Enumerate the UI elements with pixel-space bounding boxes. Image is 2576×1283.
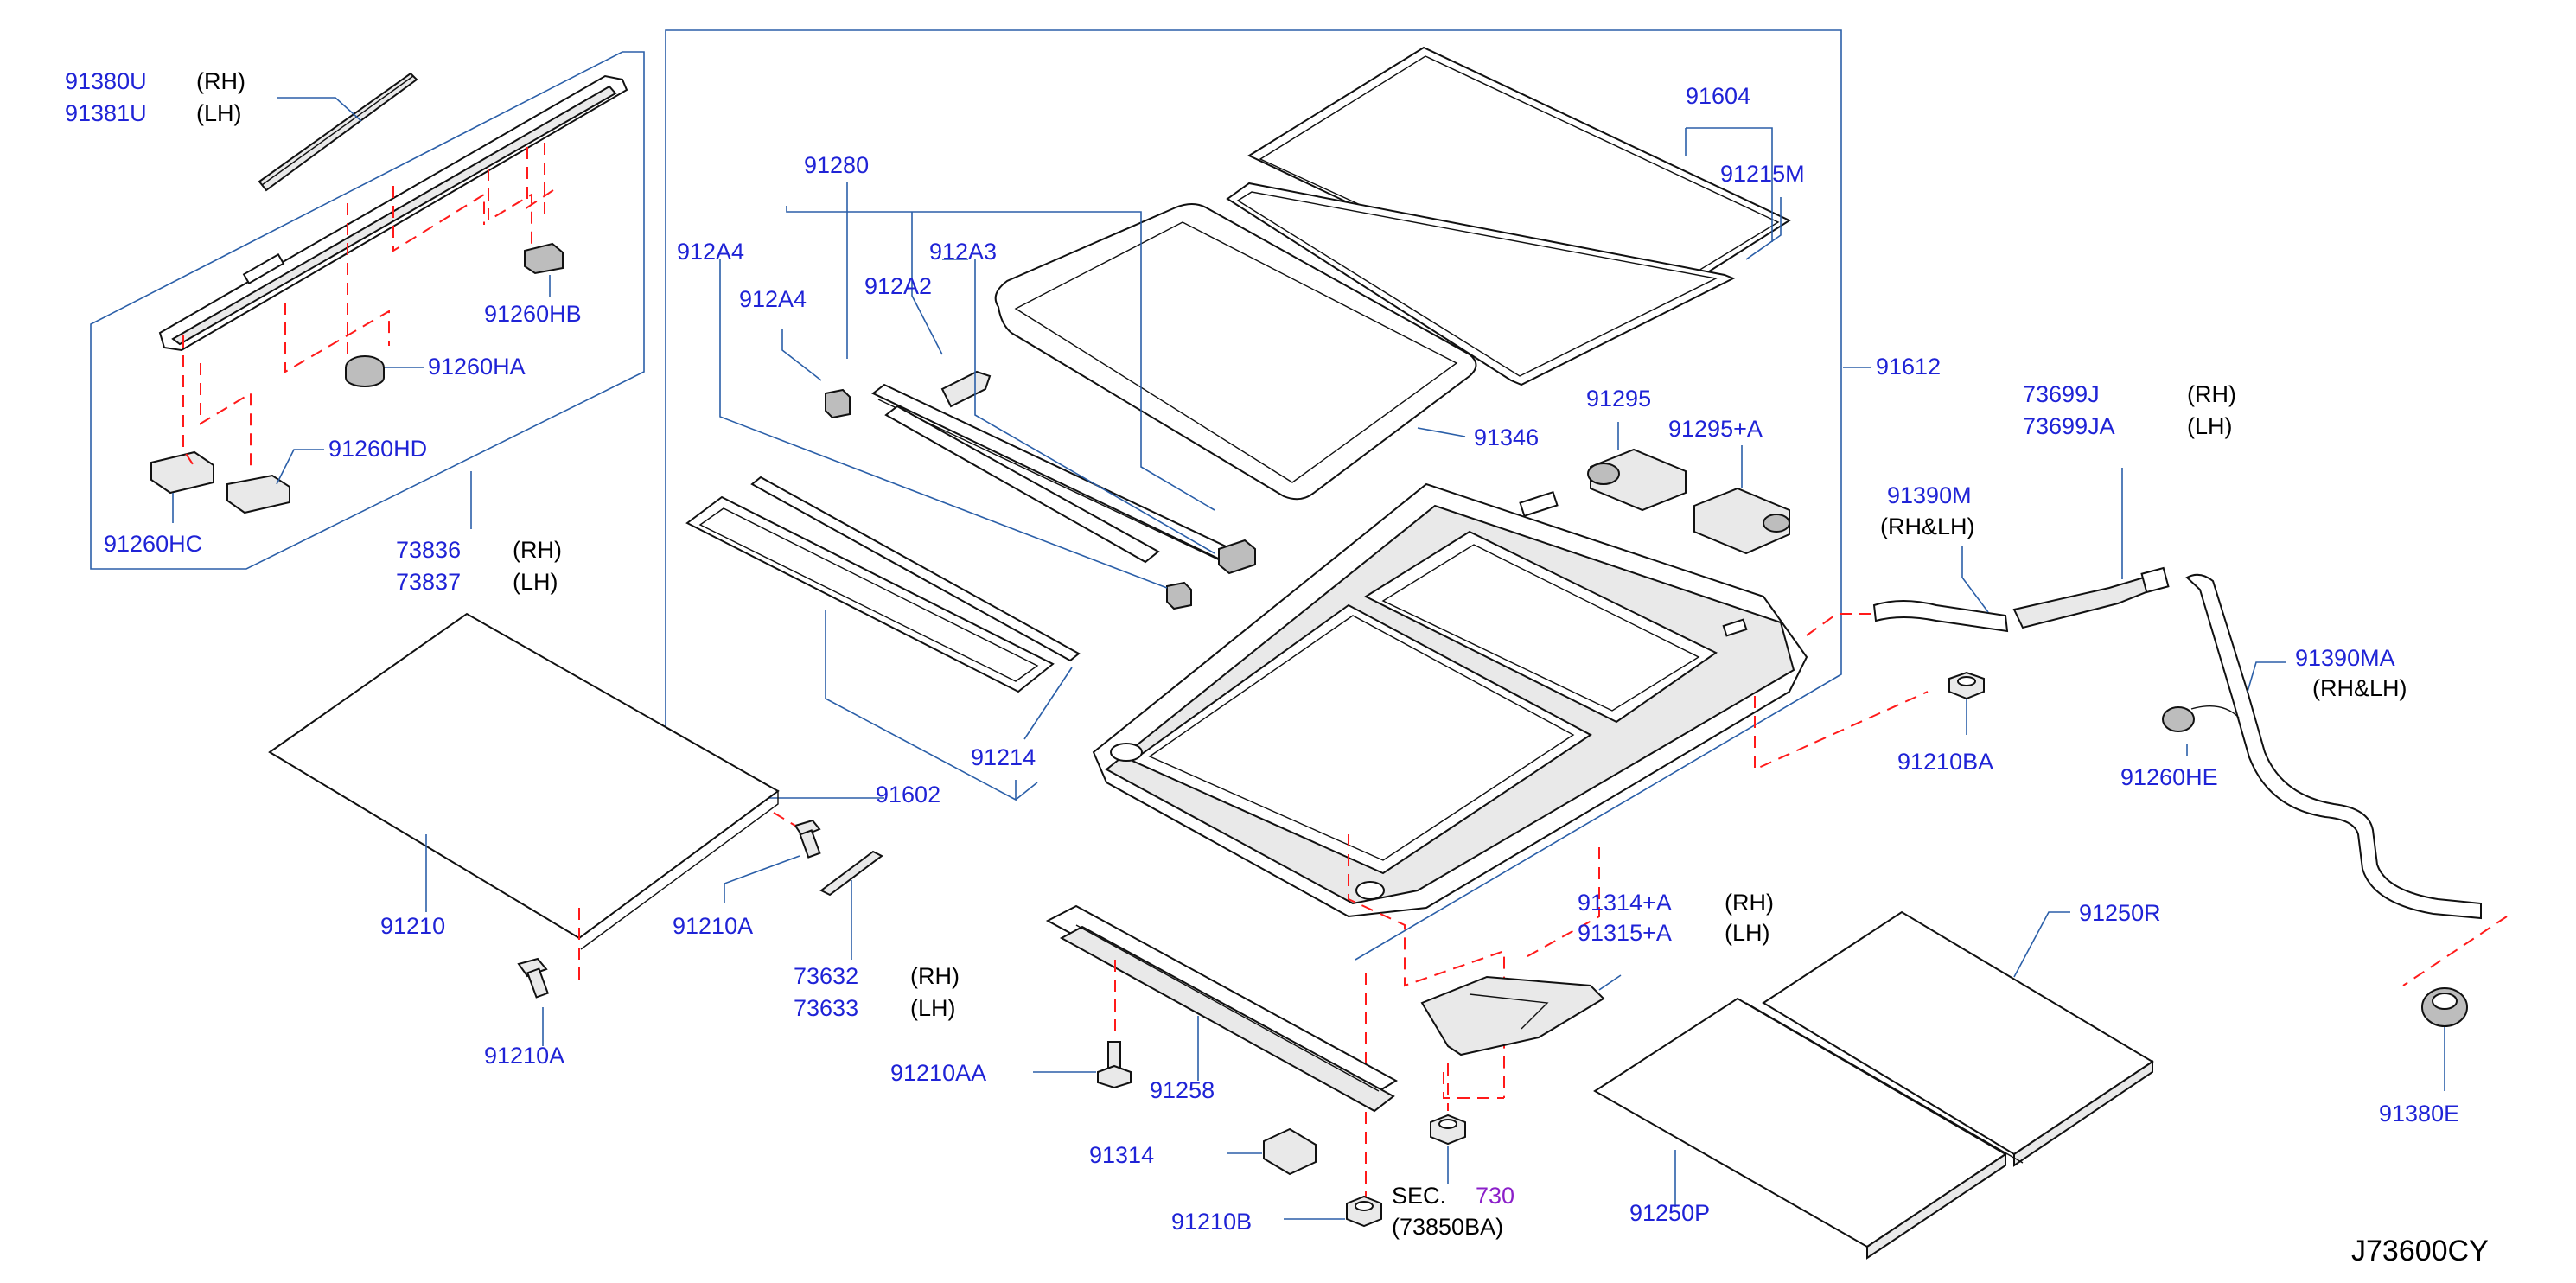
cross-member-91258[interactable] [1045, 904, 1399, 1098]
label-91260HA[interactable]: 91260HA [428, 354, 526, 380]
label-91346[interactable]: 91346 [1474, 424, 1539, 450]
label-91602[interactable]: 91602 [876, 782, 940, 807]
label-lh: (LH) [2187, 413, 2233, 439]
part-912A3[interactable] [1218, 539, 1256, 575]
label-91314[interactable]: 91314 [1089, 1142, 1154, 1168]
label-91210A-lower[interactable]: 91210A [484, 1043, 564, 1069]
label-91314A[interactable]: 91314+A [1578, 890, 1672, 916]
label-91210AA[interactable]: 91210AA [890, 1060, 986, 1086]
label-lh: (LH) [910, 995, 956, 1021]
part-912A4-b[interactable] [1166, 581, 1192, 610]
clip-91260HE[interactable] [2162, 706, 2195, 732]
label-lh: (LH) [196, 100, 242, 126]
label-91315A[interactable]: 91315+A [1578, 920, 1672, 946]
part-912A2[interactable] [940, 370, 992, 408]
label-rh: (RH) [513, 537, 562, 563]
label-sec: SEC. [1392, 1183, 1446, 1209]
label-91604[interactable]: 91604 [1686, 83, 1750, 109]
label-73836[interactable]: 73836 [396, 537, 461, 563]
label-lh: (LH) [513, 569, 558, 595]
bolt-91210A-lower[interactable] [517, 957, 549, 999]
sunroof-frame-unit [1092, 422, 1929, 1202]
label-lh: (LH) [1725, 920, 1770, 946]
label-rh-lh: (RH&LH) [2312, 675, 2407, 701]
label-91214[interactable]: 91214 [971, 744, 1036, 770]
label-91210A[interactable]: 91210A [673, 913, 753, 939]
label-73837[interactable]: 73837 [396, 569, 461, 595]
label-73632[interactable]: 73632 [794, 963, 858, 989]
rail-91280-b[interactable] [884, 405, 1160, 564]
label-91215M[interactable]: 91215M [1720, 161, 1805, 187]
label-91390M[interactable]: 91390M [1887, 482, 1972, 508]
roof-panel-91210[interactable] [268, 612, 780, 940]
label-912A3[interactable]: 912A3 [929, 239, 997, 265]
roof-rail-assembly [150, 72, 628, 529]
label-91381U[interactable]: 91381U [65, 100, 147, 126]
label-91260HB[interactable]: 91260HB [484, 301, 582, 327]
label-rh-lh: (RH&LH) [1880, 514, 1975, 539]
label-73699J[interactable]: 73699J [2023, 381, 2100, 407]
bracket-73632[interactable] [819, 850, 883, 897]
label-91390MA[interactable]: 91390MA [2295, 645, 2395, 671]
sunroof-components [685, 46, 1871, 801]
clip-91260HB[interactable] [524, 242, 564, 275]
drain-hose-91390M[interactable] [1872, 600, 2009, 633]
label-91250P[interactable]: 91250P [1629, 1200, 1710, 1226]
label-91260HD[interactable]: 91260HD [328, 436, 427, 462]
label-91210B[interactable]: 91210B [1171, 1209, 1252, 1235]
label-912A2[interactable]: 912A2 [864, 273, 932, 299]
drain-hose-91390MA[interactable] [2185, 573, 2482, 920]
label-73699JA[interactable]: 73699JA [2023, 413, 2115, 439]
clip-91260HD[interactable] [226, 474, 290, 514]
label-rh: (RH) [2187, 381, 2236, 407]
label-912A4[interactable]: 912A4 [677, 239, 744, 265]
sunshade-91602[interactable] [685, 495, 1055, 693]
label-91210[interactable]: 91210 [380, 913, 445, 939]
label-rh: (RH) [1725, 890, 1774, 916]
part-labels: 91380U (RH) 91381U (LH) 91260HB 91260HA … [65, 68, 2489, 1267]
label-912A4-b[interactable]: 912A4 [739, 286, 807, 312]
strip-91214[interactable] [750, 476, 1081, 662]
drain-hoses [1872, 468, 2508, 1091]
bolt-91210A-upper[interactable] [794, 819, 821, 859]
label-91210BA[interactable]: 91210BA [1897, 749, 1993, 775]
sunshade-panels [1593, 910, 2154, 1260]
label-73633[interactable]: 73633 [794, 995, 858, 1021]
label-91280[interactable]: 91280 [804, 152, 869, 178]
label-91260HE[interactable]: 91260HE [2120, 764, 2218, 790]
clip-91260HC[interactable] [150, 450, 214, 495]
label-73850BA: (73850BA) [1392, 1214, 1503, 1240]
label-91380E[interactable]: 91380E [2379, 1101, 2459, 1127]
motor-91295A[interactable] [1693, 487, 1790, 555]
label-91250R[interactable]: 91250R [2079, 900, 2161, 926]
label-rh: (RH) [910, 963, 960, 989]
bracket-91314[interactable] [1263, 1127, 1317, 1176]
diagram-code: J73600CY [2351, 1235, 2489, 1267]
roof-rail-group-frame [90, 51, 645, 570]
label-91258[interactable]: 91258 [1150, 1077, 1215, 1103]
seal-91215M[interactable] [1226, 182, 1736, 386]
bracket-91314A[interactable] [1420, 975, 1605, 1056]
motor-91295[interactable] [1590, 448, 1687, 512]
label-rh: (RH) [196, 68, 245, 94]
lower-brackets [1033, 904, 1622, 1228]
label-91295[interactable]: 91295 [1586, 386, 1651, 412]
bolt-91210AA[interactable] [1097, 1041, 1132, 1089]
label-91380U[interactable]: 91380U [65, 68, 147, 94]
weatherstrip-91346[interactable] [994, 203, 1477, 501]
roof-molding-91380U[interactable] [258, 72, 418, 192]
roof-panel [268, 612, 883, 1046]
drain-tube-73699J[interactable] [2012, 576, 2154, 629]
label-91260HC[interactable]: 91260HC [104, 531, 202, 557]
label-91612[interactable]: 91612 [1876, 354, 1941, 380]
label-91295A[interactable]: 91295+A [1668, 416, 1763, 442]
label-sec-730[interactable]: 730 [1476, 1183, 1514, 1209]
part-912A4[interactable] [825, 388, 851, 419]
